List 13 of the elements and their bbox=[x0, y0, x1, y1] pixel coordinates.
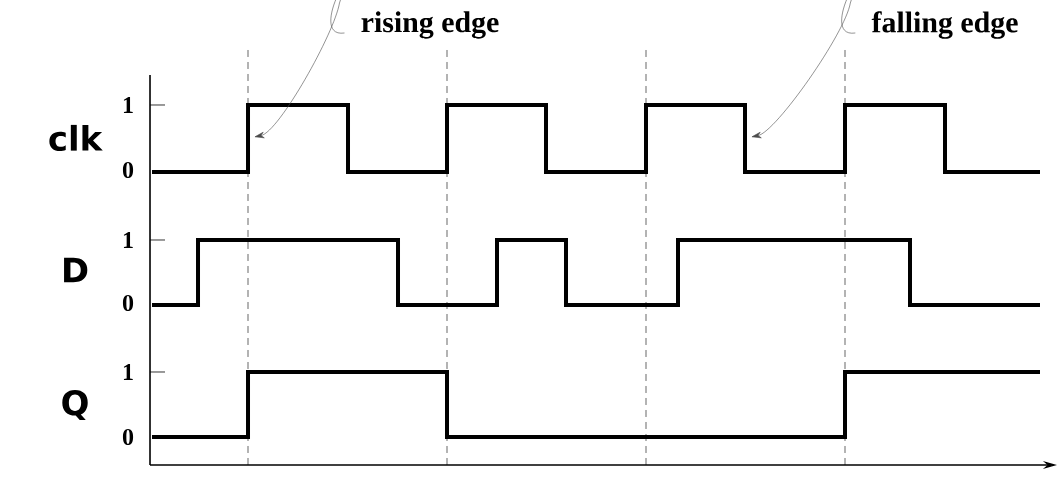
level-label: 0 bbox=[122, 161, 134, 179]
signal-name: D bbox=[64, 257, 88, 283]
callout-text: rising edge bbox=[361, 11, 499, 39]
leader-line bbox=[751, 0, 856, 139]
level-label: 1 bbox=[123, 97, 133, 113]
level-label: 1 bbox=[123, 364, 133, 380]
leader-line bbox=[254, 0, 345, 139]
level-label: 0 bbox=[122, 428, 134, 446]
callout-text: falling edge bbox=[871, 11, 1018, 39]
signal-name: clk bbox=[49, 124, 103, 152]
level-label: 0 bbox=[122, 294, 134, 312]
signal-name: Q bbox=[62, 389, 88, 421]
level-label: 1 bbox=[123, 232, 133, 248]
